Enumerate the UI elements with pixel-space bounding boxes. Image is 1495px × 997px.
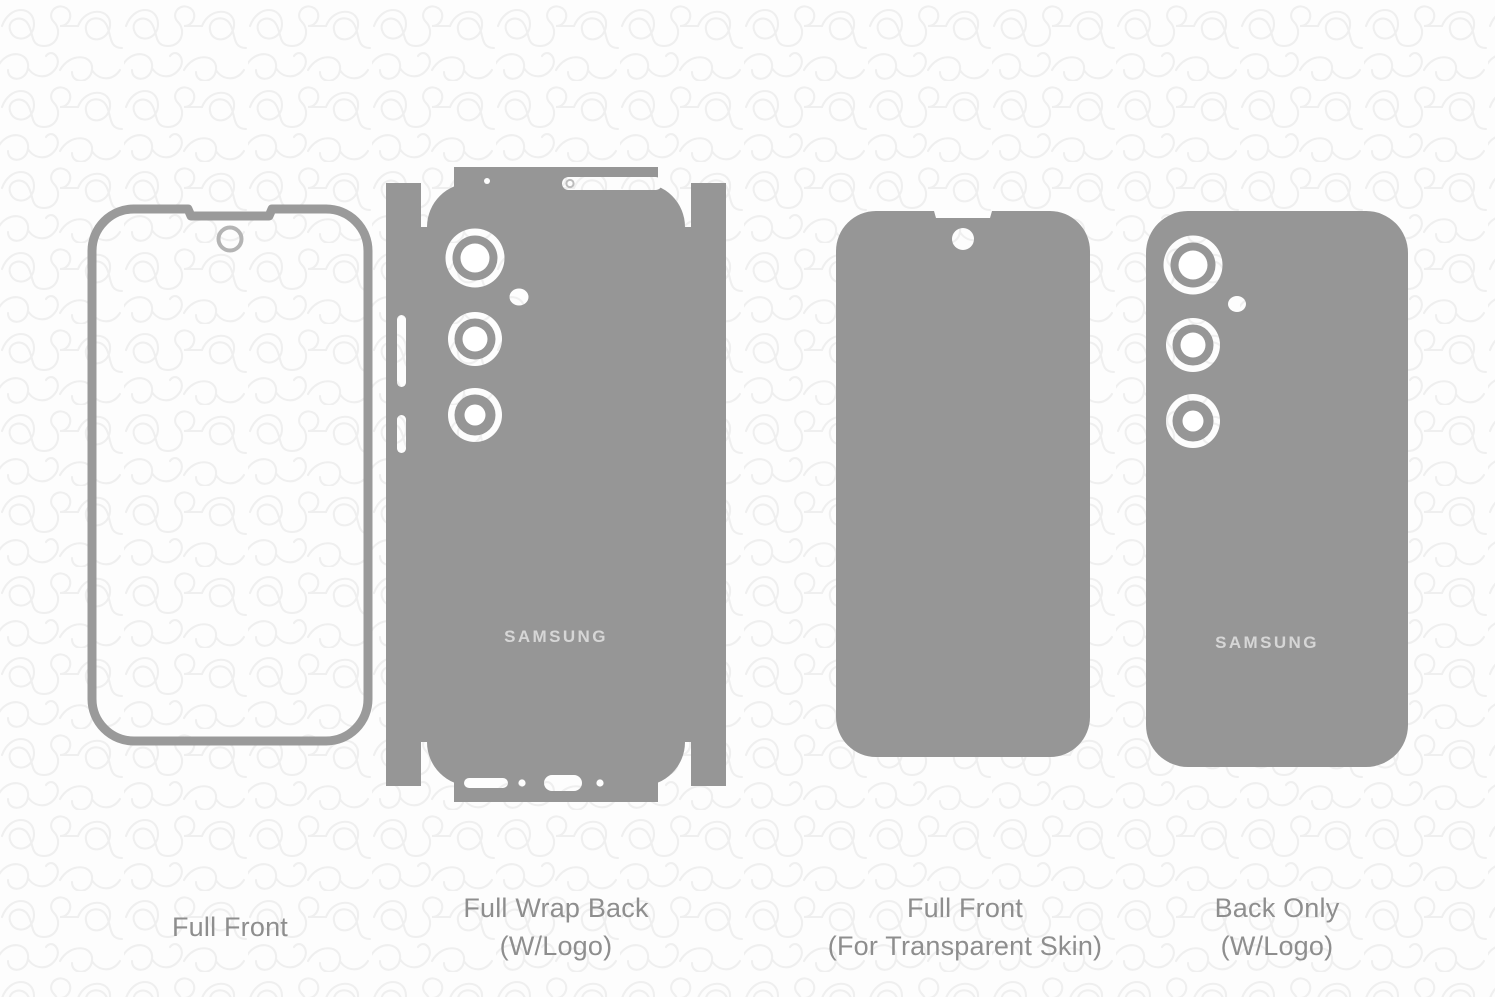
camera-lens-1-icon xyxy=(1178,250,1208,280)
camera-lens-3-icon xyxy=(1182,410,1204,432)
label-back-only-line1: Back Only xyxy=(1214,893,1340,923)
panel-full-wrap-back[interactable]: SAMSUNG xyxy=(386,167,726,802)
samsung-logo-back-only: SAMSUNG xyxy=(1215,633,1319,652)
front-transparent-body xyxy=(830,205,1096,765)
label-full-front: Full Front xyxy=(80,870,380,946)
panel-back-only[interactable]: SAMSUNG xyxy=(1140,205,1414,773)
panel-full-front-transparent[interactable] xyxy=(830,205,1096,765)
front-camera-hole-icon xyxy=(216,225,244,253)
camera-lens-2-icon xyxy=(1180,332,1206,358)
label-back-only-line2: (W/Logo) xyxy=(1220,931,1334,961)
label-full-wrap-back-line1: Full Wrap Back xyxy=(463,893,649,923)
back-only-body xyxy=(1140,205,1414,773)
label-full-front-transparent-line2: (For Transparent Skin) xyxy=(827,931,1103,961)
label-full-front-line1: Full Front xyxy=(171,912,289,942)
label-back-only: Back Only (W/Logo) xyxy=(1132,851,1422,997)
camera-lens-3-icon xyxy=(464,404,486,426)
samsung-logo-wrap-back: SAMSUNG xyxy=(504,627,608,646)
wrap-back-body xyxy=(386,167,726,802)
label-full-wrap-back: Full Wrap Back (W/Logo) xyxy=(406,851,706,997)
label-full-wrap-back-line2: (W/Logo) xyxy=(499,931,613,961)
camera-lens-2-icon xyxy=(462,326,488,352)
label-full-front-transparent: Full Front (For Transparent Skin) xyxy=(820,851,1110,997)
label-full-front-transparent-line1: Full Front xyxy=(906,893,1024,923)
camera-lens-1-icon xyxy=(460,243,490,273)
phone-outline-path xyxy=(87,204,373,746)
panel-full-front[interactable] xyxy=(70,195,390,775)
